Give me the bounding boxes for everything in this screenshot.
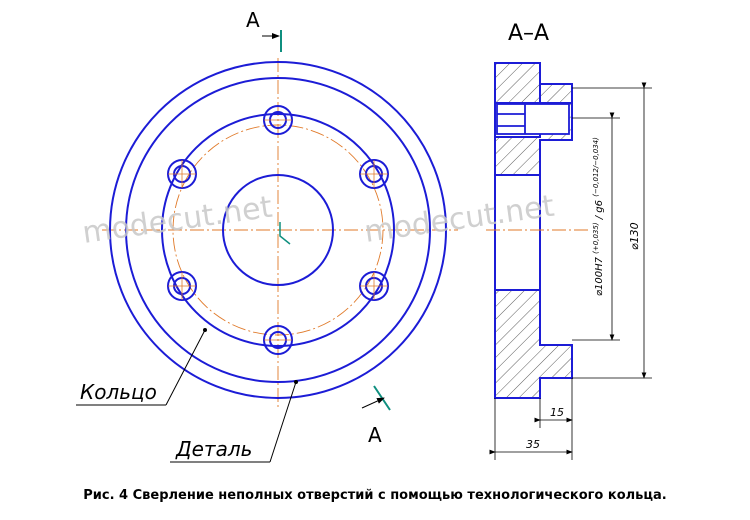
hole-top-right xyxy=(359,159,389,189)
label-ring: Кольцо xyxy=(80,380,157,404)
part-outer-circle xyxy=(125,77,431,383)
center-mark xyxy=(279,222,291,245)
bore-circle xyxy=(222,174,334,286)
leader-ring: Кольцо xyxy=(76,328,207,406)
figure-caption: Рис. 4 Сверление неполных отверстий с по… xyxy=(83,488,667,503)
leader-part: Деталь xyxy=(170,380,298,463)
dim-35-label: 35 xyxy=(526,438,540,451)
section-letter-bottom: A xyxy=(368,423,382,447)
dim-fit-label: ⌀100H7 (+0,035) / g6 (−0,012/−0,034) xyxy=(590,137,605,296)
hole-bottom-left xyxy=(167,271,197,301)
section-hole-pocket xyxy=(496,103,570,135)
ring-inner-circle xyxy=(161,113,395,347)
section-marker-top: A xyxy=(246,8,282,52)
section-title: А–А xyxy=(508,21,549,46)
hole-top-left xyxy=(167,159,197,189)
section-marker-bottom: A xyxy=(361,385,391,447)
dim-fit-hole-tol: (+0,035) xyxy=(592,222,600,254)
dim-15-label: 15 xyxy=(550,406,564,419)
dimensions xyxy=(489,82,652,460)
hole-top xyxy=(263,105,293,135)
dim-fit-shaft-tol: (−0,012/−0,034) xyxy=(592,137,600,197)
hole-pattern xyxy=(167,105,389,355)
section-view: А–А xyxy=(486,21,652,460)
dim-outer-label: ⌀130 xyxy=(628,222,641,250)
dim-fit-shaft: g6 xyxy=(594,200,605,213)
dim-fit-main: ⌀100H7 xyxy=(594,256,605,296)
watermark-group: modecut.net modecut.net xyxy=(80,189,556,251)
label-part: Деталь xyxy=(175,437,252,461)
svg-text:⌀100H7 (+0,035): ⌀100H7 (+0,035) / g6 (−0,012/−0,034) xyxy=(590,137,605,296)
hole-bottom-right xyxy=(359,271,389,301)
hole-bottom xyxy=(263,325,293,355)
front-view: A A Кольцо Деталь xyxy=(76,8,458,463)
ring-outer-circle xyxy=(109,61,447,399)
section-letter-top: A xyxy=(246,8,260,32)
